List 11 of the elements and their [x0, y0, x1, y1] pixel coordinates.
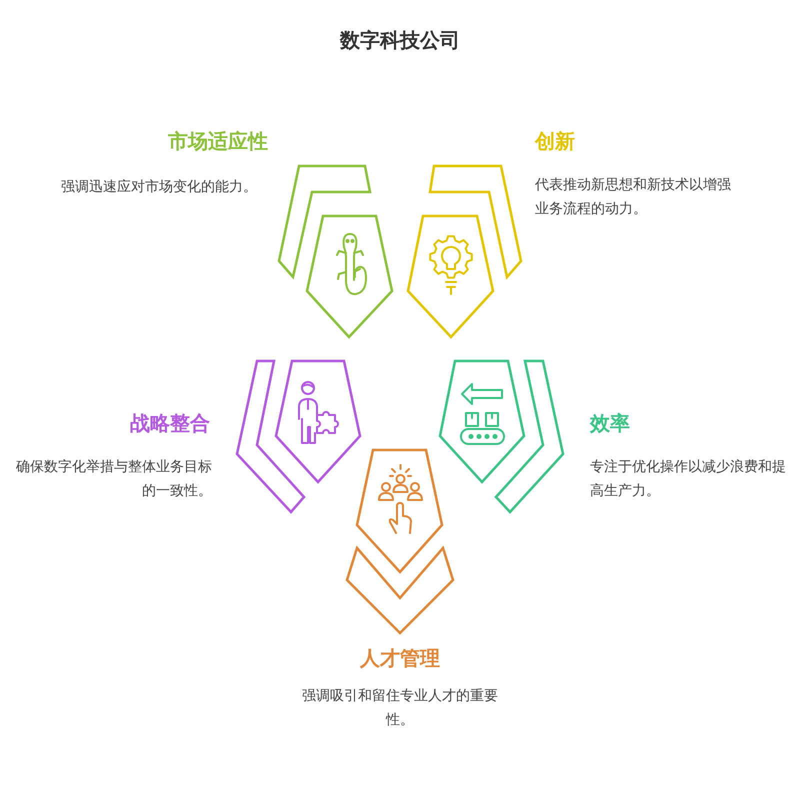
section-heading: 创新 — [535, 128, 575, 155]
description-text: 专注于优化操作以减少浪费和提高生产力。 — [590, 458, 787, 501]
description-text: 强调吸引和留住专业人才的重要性。 — [301, 687, 499, 730]
section-heading: 效率 — [590, 410, 630, 437]
section-heading: 人才管理 — [360, 645, 440, 672]
diagram-title: 数字科技公司 — [340, 27, 460, 54]
description-text: 确保数字化举措与整体业务目标的一致性。 — [15, 458, 212, 501]
section-heading: 市场适应性 — [168, 128, 268, 155]
description-text: 强调迅速应对市场变化的能力。 — [61, 178, 257, 197]
description-text: 代表推动新思想和新技术以增强业务流程的动力。 — [535, 176, 732, 219]
section-heading: 战略整合 — [130, 410, 210, 437]
